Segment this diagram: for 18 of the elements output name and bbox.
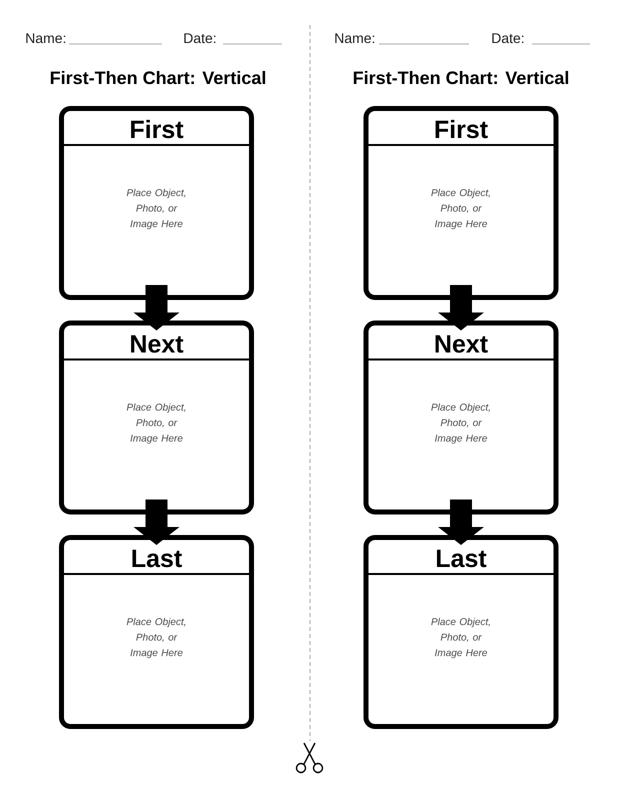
chart-title: First-Then Chart: Vertical	[354, 70, 568, 84]
card-heading: Next	[131, 335, 184, 353]
card-heading: First	[131, 120, 184, 138]
card-heading: Next	[436, 335, 488, 353]
placeholder-text: Place Object, Photo, or Image Here	[126, 403, 186, 444]
card-heading: Last	[132, 550, 182, 568]
placeholder-text: Place Object, Photo, or Image Here	[431, 403, 490, 444]
field-label: Date:	[184, 33, 216, 44]
field-label: Name:	[26, 33, 66, 44]
placeholder-text: Place Object, Photo, or Image Here	[431, 618, 490, 658]
card-heading: First	[436, 120, 488, 138]
field-label: Name:	[335, 33, 374, 44]
card-heading: Last	[436, 550, 486, 568]
placeholder-text: Place Object, Photo, or Image Here	[126, 188, 186, 230]
placeholder-text: Place Object, Photo, or Image Here	[431, 188, 490, 230]
field-label: Date:	[492, 33, 524, 44]
chart-title: First-Then Chart: Vertical	[50, 70, 266, 84]
placeholder-text: Place Object, Photo, or Image Here	[126, 618, 186, 658]
